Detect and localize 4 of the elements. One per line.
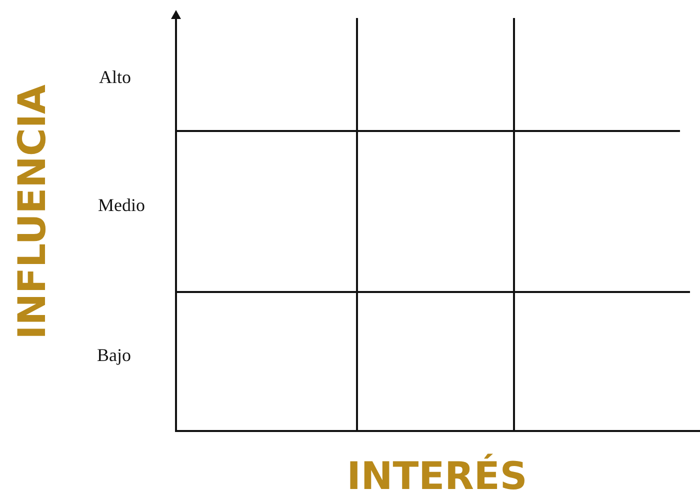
axis-title: INFLUENCIA	[13, 84, 51, 340]
level-label: Alto	[99, 68, 132, 86]
level-label: Medio	[98, 196, 145, 214]
level-label: Bajo	[97, 346, 131, 364]
